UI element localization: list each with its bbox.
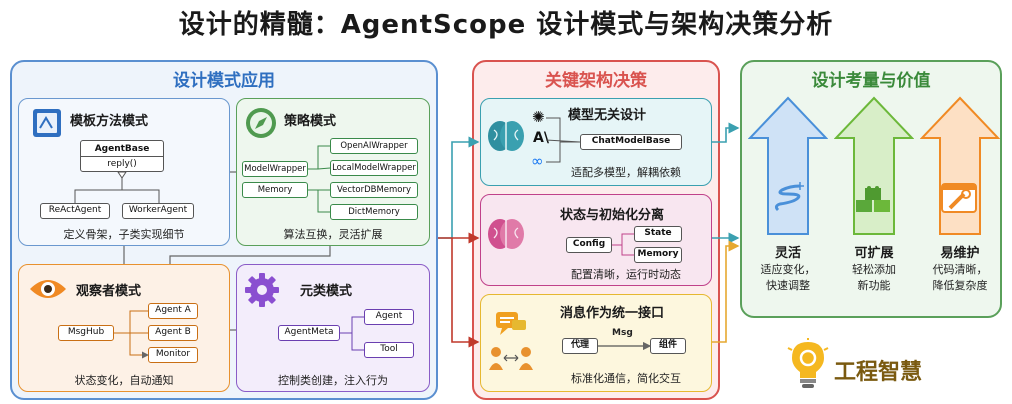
wrench-icon xyxy=(940,182,978,214)
agent-box: Agent xyxy=(364,309,414,325)
state-separation-caption: 配置清晰，运行时动态 xyxy=(571,268,681,281)
model-agnostic-title: 模型无关设计 xyxy=(568,108,647,123)
flexible-title: 灵活 xyxy=(774,246,801,261)
local-model-wrapper-box: LocalModelWrapper xyxy=(330,160,418,176)
brand-text: 工程智慧 xyxy=(834,360,923,385)
strategy-title: 策略模式 xyxy=(284,114,337,129)
chatmodelbase-box: ChatModelBase xyxy=(580,134,682,150)
memory-box: Memory xyxy=(242,182,308,198)
vectordb-memory-box: VectorDBMemory xyxy=(330,182,418,198)
message-interface-title: 消息作为统一接口 xyxy=(560,306,665,321)
component-box: 组件 xyxy=(650,338,686,354)
openai-icon: ✺ xyxy=(532,108,545,126)
maintainable-title: 易维护 xyxy=(940,246,980,261)
gear-icon xyxy=(244,272,280,308)
extensible-title: 可扩展 xyxy=(854,246,894,261)
agentmeta-box: AgentMeta xyxy=(278,325,340,341)
maintainable-desc-1: 代码清晰， xyxy=(932,263,988,276)
extensible-arrow xyxy=(834,96,914,235)
proxy-box: 代理 xyxy=(562,338,598,354)
observer-title: 观察者模式 xyxy=(76,284,142,299)
message-interface-caption: 标准化通信，简化交互 xyxy=(571,372,681,385)
chat-icon xyxy=(494,310,528,338)
state-separation-title: 状态与初始化分离 xyxy=(560,208,665,223)
spring-icon xyxy=(772,180,806,216)
react-agent-box: ReActAgent xyxy=(40,203,110,219)
page-title: 设计的精髓：AgentScope 设计模式与架构决策分析 xyxy=(178,10,834,40)
observer-caption: 状态变化，自动通知 xyxy=(74,374,174,387)
maintainable-desc-2: 降低复杂度 xyxy=(932,279,988,292)
strategy-caption: 算法互换，灵活扩展 xyxy=(283,228,383,241)
agentbase-class-box: AgentBase reply() xyxy=(80,140,164,172)
worker-agent-box: WorkerAgent xyxy=(122,203,194,219)
flexible-desc-2: 快速调整 xyxy=(766,279,810,292)
agent-a-box: Agent A xyxy=(148,303,198,319)
openai-wrapper-box: OpenAIWrapper xyxy=(330,138,418,154)
memory-state-box: Memory xyxy=(634,247,682,263)
reply-method-label: reply() xyxy=(107,159,137,169)
metaclass-title: 元类模式 xyxy=(300,284,353,299)
eye-icon xyxy=(28,276,68,302)
template-method-title: 模板方法模式 xyxy=(70,114,149,129)
agentbase-label: AgentBase xyxy=(81,142,163,157)
design-values-title: 设计考量与价值 xyxy=(811,71,931,91)
model-agnostic-caption: 适配多模型，解耦依赖 xyxy=(571,166,681,179)
tool-box: Tool xyxy=(364,342,414,358)
agent-b-box: Agent B xyxy=(148,325,198,341)
config-box: Config xyxy=(566,237,612,253)
state-box: State xyxy=(634,226,682,242)
blocks-icon xyxy=(854,184,894,214)
design-patterns-panel-title: 设计模式应用 xyxy=(173,71,275,91)
architecture-decisions-title: 关键架构决策 xyxy=(545,71,647,91)
dict-memory-box: DictMemory xyxy=(330,204,418,220)
template-icon xyxy=(30,106,64,140)
people-icon xyxy=(488,344,534,372)
lightbulb-icon xyxy=(786,338,830,390)
msghub-box: MsgHub xyxy=(58,325,114,341)
msg-label: Msg xyxy=(612,328,633,338)
metaclass-caption: 控制类创建，注入行为 xyxy=(278,374,388,387)
flexible-desc-1: 适应变化， xyxy=(760,263,816,276)
brain-icon xyxy=(486,214,526,254)
monitor-box: Monitor xyxy=(148,347,198,363)
meta-icon: ∞ xyxy=(531,152,544,170)
extensible-desc-1: 轻松添加 xyxy=(852,263,896,276)
compass-icon xyxy=(244,106,278,140)
template-method-caption: 定义骨架，子类实现细节 xyxy=(63,228,185,241)
brain-icon xyxy=(486,116,526,156)
extensible-desc-2: 新功能 xyxy=(857,279,891,292)
anthropic-icon: A\ xyxy=(533,130,549,146)
model-wrapper-box: ModelWrapper xyxy=(242,161,308,177)
flexible-arrow xyxy=(748,96,828,235)
maintainable-arrow xyxy=(920,96,1000,235)
